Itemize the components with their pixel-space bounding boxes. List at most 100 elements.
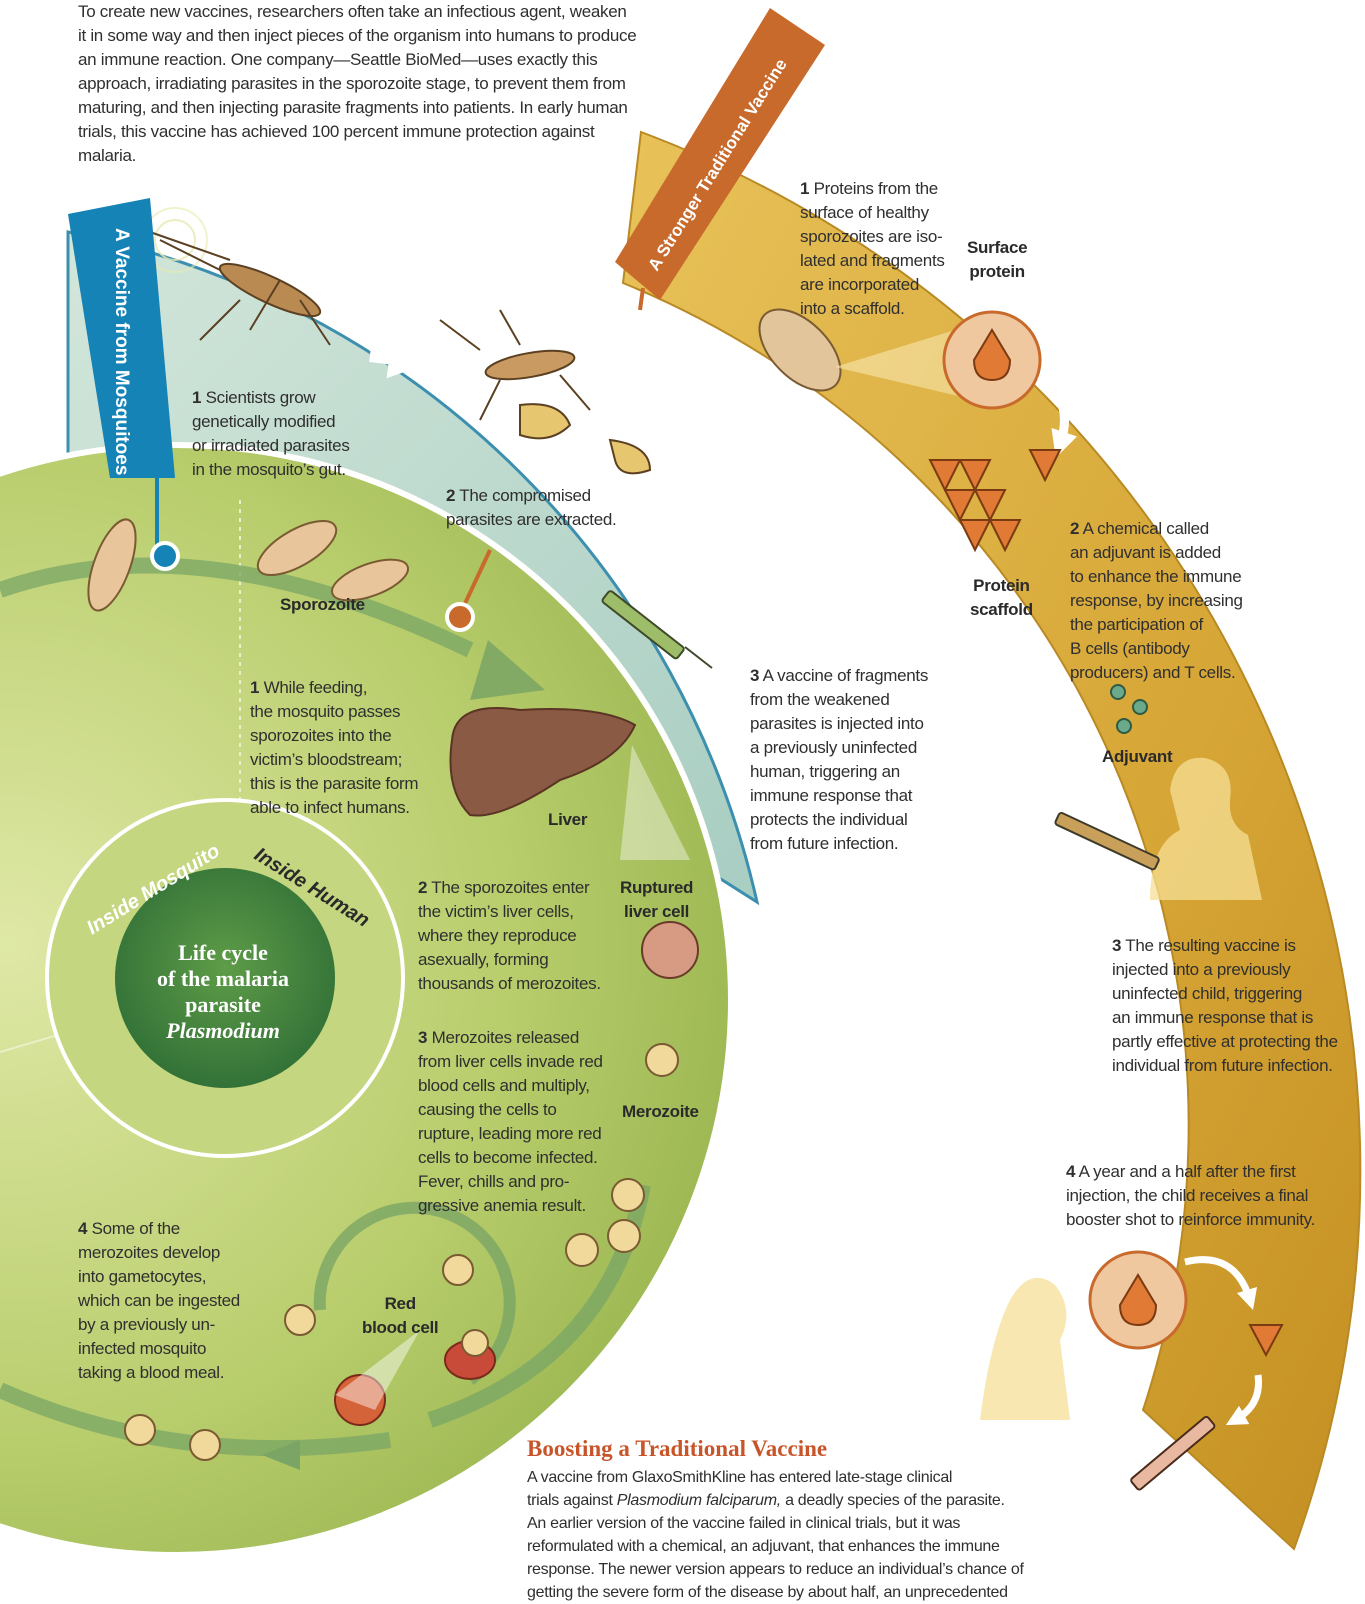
traditional-step-2: 2 A chemical called an adjuvant is added…: [1070, 493, 1243, 685]
mosquito-vaccine-banner-label: A Vaccine from Mosquitoes: [111, 228, 132, 475]
intro-paragraph: To create new vaccines, researchers ofte…: [78, 2, 637, 165]
traditional-banner-pin: [638, 287, 645, 311]
cycle-arrow-top: [0, 557, 474, 658]
boosting-species: Plasmodium falciparum,: [616, 1492, 781, 1509]
sporozoite-label: Sporozoite: [280, 595, 365, 614]
step-text: A year and a half after the first inject…: [1066, 1162, 1316, 1229]
protein-scaffold-illustration: [928, 449, 1062, 553]
merozoite-shape: [442, 1254, 474, 1286]
liver-beam: [620, 745, 690, 860]
surface-protein-label: Surface protein: [967, 238, 1028, 281]
life-cycle-title: Life cycle of the malaria parasite Plasm…: [118, 940, 328, 1044]
human-silhouette: [720, 500, 880, 720]
child-silhouette: [1150, 757, 1262, 900]
life-step-3: 3 Merozoites released from liver cells i…: [418, 1002, 603, 1218]
liver-label: Liver: [548, 810, 588, 829]
surface-protein-icon: [1118, 1273, 1158, 1327]
red-blood-cell-label: Red blood cell: [362, 1294, 439, 1337]
step-number: 4: [78, 1219, 88, 1238]
step-text: A vaccine of fragments from the weakened…: [750, 666, 929, 853]
step-number: 2: [1070, 519, 1080, 538]
zoom-beam: [835, 330, 975, 400]
traditional-step-1: 1 Proteins from the surface of healthy s…: [800, 153, 945, 321]
ruptured-cell-label: Ruptured liver cell: [620, 878, 694, 921]
step-text: Merozoites released from liver cells inv…: [418, 1028, 603, 1215]
sporozoite-shape: [331, 558, 409, 602]
cycle-arrow-bottom: [0, 1382, 392, 1457]
boosting-text-a: A vaccine from GlaxoSmithKline has enter…: [527, 1469, 953, 1509]
syringe-icon: [1054, 811, 1160, 871]
merozoite-label: Merozoite: [622, 1102, 699, 1121]
traditional-step-4: 4 A year and a half after the first inje…: [1066, 1136, 1315, 1232]
ruptured-liver-cell: [641, 921, 699, 979]
sporozoite-shape: [758, 308, 842, 392]
mosquito-vaccine-banner: A Vaccine from Mosquitoes: [68, 198, 175, 478]
life-step-4: 4 Some of the merozoites develop into ga…: [78, 1193, 240, 1385]
center-circle: [115, 868, 335, 1088]
step-number: 2: [446, 486, 456, 505]
mosquito-step-3: 3 A vaccine of fragments from the weaken…: [750, 640, 928, 856]
traditional-step-3: 3 The resulting vaccine is injected into…: [1112, 910, 1338, 1078]
merozoite-shape: [461, 1329, 489, 1357]
step-text: A chemical called an adjuvant is added t…: [1070, 519, 1243, 682]
merozoite-shape: [284, 1304, 316, 1336]
white-curved-arrow: [1037, 371, 1078, 458]
step-text: Proteins from the surface of healthy spo…: [800, 179, 945, 318]
traditional-pin-line: [460, 549, 492, 611]
mosquito-step-2: 2 The compromised parasites are extracte…: [446, 460, 617, 532]
syringe-icon: [1130, 1415, 1216, 1491]
step-text: While feeding, the mosquito passes sporo…: [250, 678, 419, 817]
white-arrow: [955, 617, 1028, 788]
merozoite-shape: [607, 1219, 641, 1253]
mosquito-extraction-illustration: [439, 309, 652, 475]
rbc-beam: [335, 1330, 420, 1410]
title-line-1: Life cycle: [178, 940, 268, 965]
scaffold-triangle: [1248, 1324, 1284, 1358]
step-number: 4: [1066, 1162, 1076, 1181]
white-curved-arrow: [1184, 1256, 1258, 1311]
boosting-heading: Boosting a Traditional Vaccine: [527, 1436, 828, 1461]
adjuvant-dot: [1132, 699, 1148, 715]
rbc-cycle-arrow: [313, 1201, 516, 1385]
life-step-2: 2 The sporozoites enter the victim’s liv…: [418, 852, 601, 996]
step-number: 1: [250, 678, 260, 697]
title-line-2: of the malaria: [157, 966, 289, 991]
white-curved-arrow: [1225, 1374, 1263, 1426]
syringe-icon: [601, 590, 713, 669]
mosquito-pin: [150, 541, 180, 571]
step-number: 3: [418, 1028, 428, 1047]
mosquito-illustration: [129, 207, 331, 346]
white-arrow: [644, 475, 735, 571]
merozoite-shape: [645, 1043, 679, 1077]
step-text: The compromised parasites are extracted.: [446, 486, 617, 529]
step-text: Some of the merozoites develop into game…: [78, 1219, 240, 1382]
step-text: The resulting vaccine is injected into a…: [1112, 936, 1338, 1075]
boosting-paragraph: A vaccine from GlaxoSmithKline has enter…: [527, 1466, 1087, 1604]
child-silhouette: [980, 1277, 1070, 1420]
cycle-arrowhead-bottom: [262, 1440, 300, 1470]
boosting-text-b: a deadly species of the parasite. An ear…: [527, 1492, 1024, 1601]
merozoite-shape: [124, 1414, 156, 1446]
step-number: 3: [1112, 936, 1122, 955]
step-text: Scientists grow genetically modified or …: [192, 388, 350, 479]
mosquito-step-1: 1 Scientists grow genetically modified o…: [192, 362, 350, 482]
adjuvant-dot: [1110, 684, 1126, 700]
ruptured-red-cell: [334, 1374, 386, 1426]
protein-scaffold-label: Protein scaffold: [970, 576, 1033, 619]
merozoite-shape: [189, 1429, 221, 1461]
step-number: 1: [800, 179, 810, 198]
cycle-arrowhead-top: [470, 640, 545, 700]
step-text: The sporozoites enter the victim’s liver…: [418, 878, 601, 993]
traditional-pin: [445, 602, 475, 632]
title-line-3: parasite: [185, 992, 261, 1017]
sporozoite-shape: [256, 520, 338, 576]
adjuvant-dot: [1116, 718, 1132, 734]
merozoite-shape: [611, 1178, 645, 1212]
title-species: Plasmodium: [166, 1018, 280, 1043]
step-number: 2: [418, 878, 428, 897]
merozoite-shape: [565, 1233, 599, 1267]
white-arrow: [369, 336, 431, 379]
step-number: 1: [192, 388, 202, 407]
life-step-1: 1 While feeding, the mosquito passes spo…: [250, 652, 419, 820]
